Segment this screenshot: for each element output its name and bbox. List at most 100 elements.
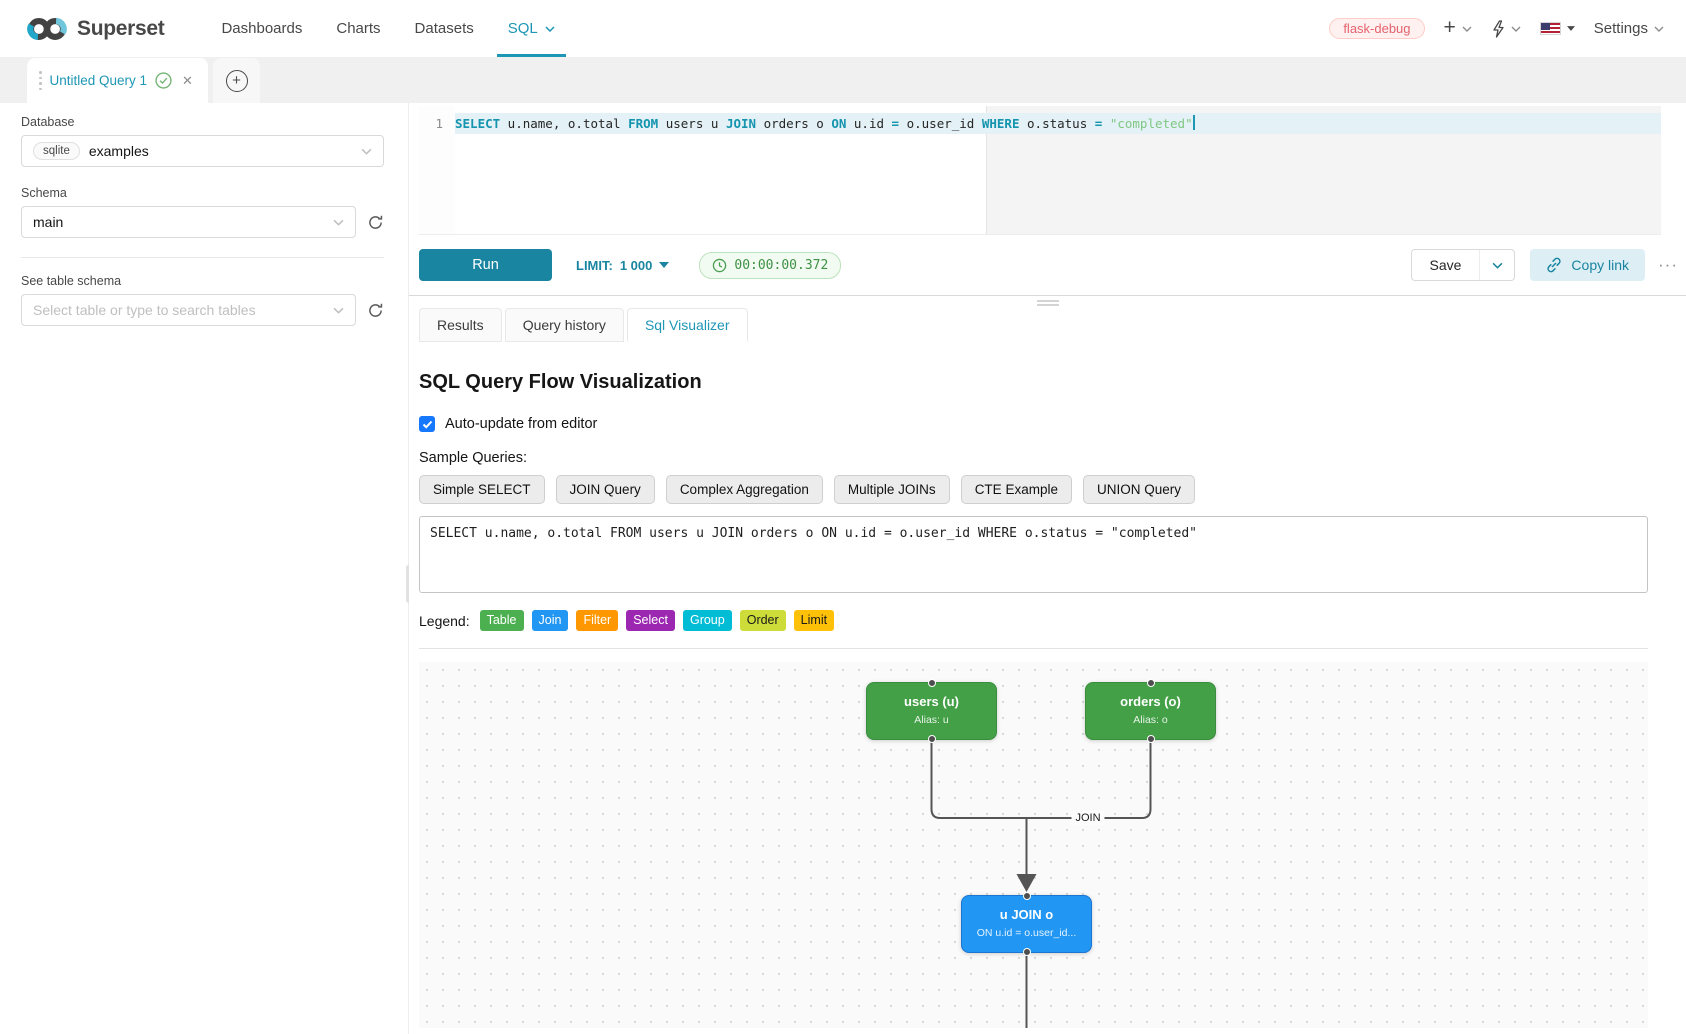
check-icon	[422, 420, 433, 429]
node-subtitle: ON u.id = o.user_id...	[962, 927, 1091, 939]
node-handle[interactable]	[928, 735, 936, 743]
drag-handle-icon[interactable]	[39, 71, 42, 90]
legend-row: Legend: TableJoinFilterSelectGroupOrderL…	[419, 610, 1648, 631]
refresh-tables-button[interactable]	[367, 302, 384, 319]
pane-resize-grip[interactable]	[1037, 300, 1059, 306]
sample-button-complex-aggregation[interactable]: Complex Aggregation	[666, 475, 823, 504]
chevron-down-icon	[361, 148, 372, 155]
nav-item-charts[interactable]: Charts	[319, 0, 397, 57]
node-subtitle: Alias: u	[867, 714, 996, 726]
refresh-schemas-button[interactable]	[367, 214, 384, 231]
node-subtitle: Alias: o	[1086, 714, 1215, 726]
settings-label: Settings	[1594, 20, 1648, 37]
limit-dropdown[interactable]: LIMIT: 1 000	[576, 258, 669, 273]
node-handle[interactable]	[928, 679, 936, 687]
close-tab-icon[interactable]: ✕	[182, 73, 193, 89]
caret-down-icon	[1567, 26, 1575, 31]
new-menu-button[interactable]: +	[1444, 20, 1472, 38]
chevron-down-icon	[333, 307, 344, 314]
language-picker[interactable]	[1540, 22, 1575, 35]
us-flag-icon	[1540, 22, 1561, 35]
editor-toolbar: Run LIMIT: 1 000 00:00:00.372 Save	[419, 235, 1678, 295]
nav-item-datasets[interactable]: Datasets	[398, 0, 491, 57]
sql-token: u.name, o.total	[500, 116, 628, 131]
more-menu-button[interactable]: ···	[1658, 255, 1678, 275]
tab-query-history[interactable]: Query history	[505, 308, 624, 342]
database-value: examples	[89, 143, 353, 159]
legend-label: Legend:	[419, 613, 470, 629]
table-schema-label: See table schema	[21, 274, 384, 289]
superset-infinity-icon	[26, 15, 68, 43]
sample-button-multiple-joins[interactable]: Multiple JOINs	[834, 475, 950, 504]
legend-badge-select: Select	[626, 610, 675, 631]
node-handle[interactable]	[1023, 892, 1031, 900]
result-tabs: ResultsQuery historySql Visualizer	[419, 308, 748, 342]
line-number: 1	[419, 113, 455, 134]
sql-token: orders o	[756, 116, 831, 131]
refresh-icon	[367, 302, 384, 319]
chevron-down-icon	[1654, 26, 1664, 32]
top-navbar: Superset DashboardsCharts Datasets SQL fla…	[0, 0, 1686, 58]
sql-token: u.id	[846, 116, 891, 131]
sample-button-join-query[interactable]: JOIN Query	[556, 475, 655, 504]
nav-item-dashboards[interactable]: Dashboards	[204, 0, 319, 57]
environment-tag: flask-debug	[1329, 18, 1424, 39]
alerts-menu-button[interactable]	[1491, 20, 1521, 38]
auto-update-checkbox[interactable]	[419, 416, 435, 432]
sample-button-cte-example[interactable]: CTE Example	[961, 475, 1072, 504]
editor-body[interactable]: SELECT u.name, o.total FROM users u JOIN…	[455, 106, 1661, 234]
plus-icon: +	[1444, 17, 1456, 38]
sql-editor[interactable]: 1 SELECT u.name, o.total FROM users u JO…	[419, 106, 1661, 235]
flow-node-users[interactable]: users (u) Alias: u	[866, 682, 997, 740]
sample-queries-label: Sample Queries:	[419, 450, 1648, 466]
nav-right-cluster: flask-debug + Settings	[1329, 18, 1664, 39]
legend-badge-group: Group	[683, 610, 732, 631]
flow-node-orders[interactable]: orders (o) Alias: o	[1085, 682, 1216, 740]
nav-links: DashboardsCharts Datasets SQL	[204, 0, 571, 57]
save-options-button[interactable]	[1480, 250, 1514, 280]
node-handle[interactable]	[1147, 679, 1155, 687]
node-title: u JOIN o	[962, 907, 1091, 922]
nav-item-sql[interactable]: SQL	[491, 0, 572, 57]
sample-button-simple-select[interactable]: Simple SELECT	[419, 475, 545, 504]
legend-badge-order: Order	[740, 610, 786, 631]
sidebar-divider	[21, 257, 384, 258]
query-flow-canvas[interactable]: users (u) Alias: u orders (o) Alias: o u…	[419, 662, 1648, 1028]
nav-item-label: Datasets	[415, 20, 474, 37]
copy-link-button[interactable]: Copy link	[1530, 249, 1645, 281]
tab-sql-visualizer[interactable]: Sql Visualizer	[627, 308, 748, 342]
legend-badge-table: Table	[480, 610, 524, 631]
schema-select[interactable]: main	[21, 206, 356, 238]
sql-token: SELECT	[455, 116, 500, 131]
save-button[interactable]: Save	[1412, 250, 1481, 280]
settings-menu[interactable]: Settings	[1594, 20, 1664, 37]
new-query-tab-button[interactable]: +	[213, 58, 260, 103]
check-circle-icon	[155, 72, 172, 89]
sample-button-union-query[interactable]: UNION Query	[1083, 475, 1195, 504]
sql-token: ON	[831, 116, 846, 131]
sql-input-textarea[interactable]: SELECT u.name, o.total FROM users u JOIN…	[419, 516, 1648, 593]
chevron-down-icon	[1511, 26, 1521, 32]
schema-label: Schema	[21, 186, 384, 201]
database-select[interactable]: sqlite examples	[21, 135, 384, 167]
query-tab-untitled-query-1[interactable]: Untitled Query 1 ✕	[27, 58, 208, 103]
sample-query-buttons: Simple SELECT JOIN Query Complex Aggregati…	[419, 475, 1648, 504]
superset-logo[interactable]: Superset	[26, 15, 164, 43]
auto-update-label: Auto-update from editor	[445, 416, 597, 432]
table-select[interactable]: Select table or type to search tables	[21, 294, 356, 326]
brand-text: Superset	[77, 17, 164, 41]
run-button[interactable]: Run	[419, 249, 552, 281]
sql-lab-main: 1 SELECT u.name, o.total FROM users u JO…	[409, 103, 1686, 1034]
query-tab-label: Untitled Query 1	[50, 73, 148, 88]
chevron-down-icon	[1462, 26, 1472, 32]
node-handle[interactable]	[1147, 735, 1155, 743]
pane-divider	[409, 295, 1686, 296]
sql-token: JOIN	[726, 116, 756, 131]
node-handle[interactable]	[1023, 948, 1031, 956]
flow-node-join[interactable]: u JOIN o ON u.id = o.user_id...	[961, 895, 1092, 953]
flow-edges	[419, 662, 1648, 1028]
chevron-down-icon	[333, 219, 344, 226]
lightning-icon	[1491, 20, 1505, 38]
tab-results[interactable]: Results	[419, 308, 502, 342]
